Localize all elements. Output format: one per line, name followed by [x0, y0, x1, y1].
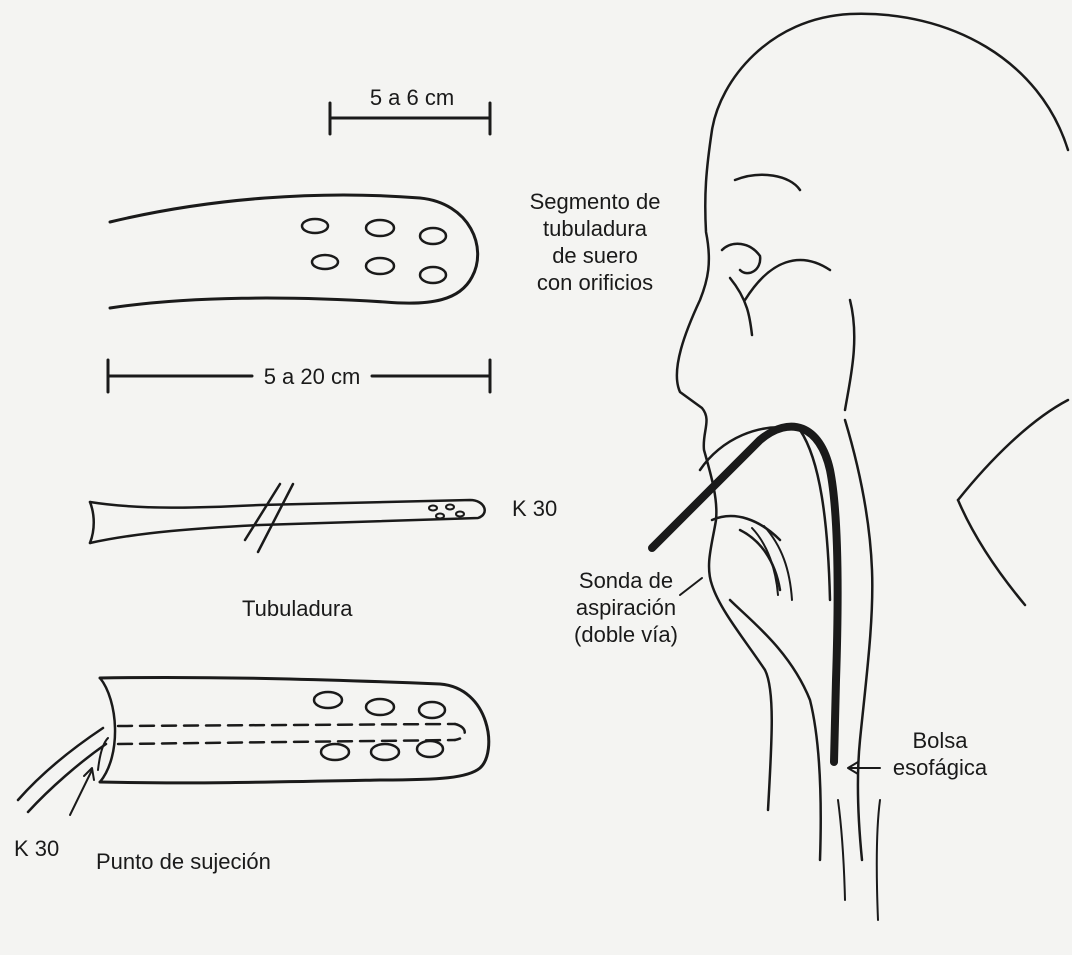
- pouch-label-line-2: esofágica: [880, 754, 1000, 781]
- suction-probe-label: Sonda de aspiración (doble vía): [560, 567, 692, 648]
- suction-probe-label-line-1: Sonda de: [560, 567, 692, 594]
- suction-probe-label-line-2: aspiración: [560, 594, 692, 621]
- k30-bottom-label: K 30: [14, 835, 59, 862]
- segment-label: Segmento de tubuladura de suero con orif…: [500, 188, 690, 296]
- pouch-arrow: [848, 762, 880, 774]
- k30-top-label: K 30: [512, 495, 557, 522]
- segment-label-line-4: con orificios: [500, 269, 690, 296]
- perforated-segment-drawing: [110, 195, 478, 308]
- segment-label-line-2: tubuladura: [500, 215, 690, 242]
- large-dimension-label: 5 a 20 cm: [252, 363, 372, 390]
- tubing-label: Tubuladura: [242, 595, 352, 622]
- assembled-device-drawing: [18, 677, 489, 815]
- suction-probe-label-line-3: (doble vía): [560, 621, 692, 648]
- small-dimension-label: 5 a 6 cm: [352, 84, 472, 111]
- pouch-label-line-1: Bolsa: [880, 727, 1000, 754]
- segment-label-line-3: de suero: [500, 242, 690, 269]
- fixation-point-label: Punto de sujeción: [96, 848, 271, 875]
- k30-catheter-drawing: [90, 484, 485, 552]
- pouch-label: Bolsa esofágica: [880, 727, 1000, 781]
- segment-label-line-1: Segmento de: [500, 188, 690, 215]
